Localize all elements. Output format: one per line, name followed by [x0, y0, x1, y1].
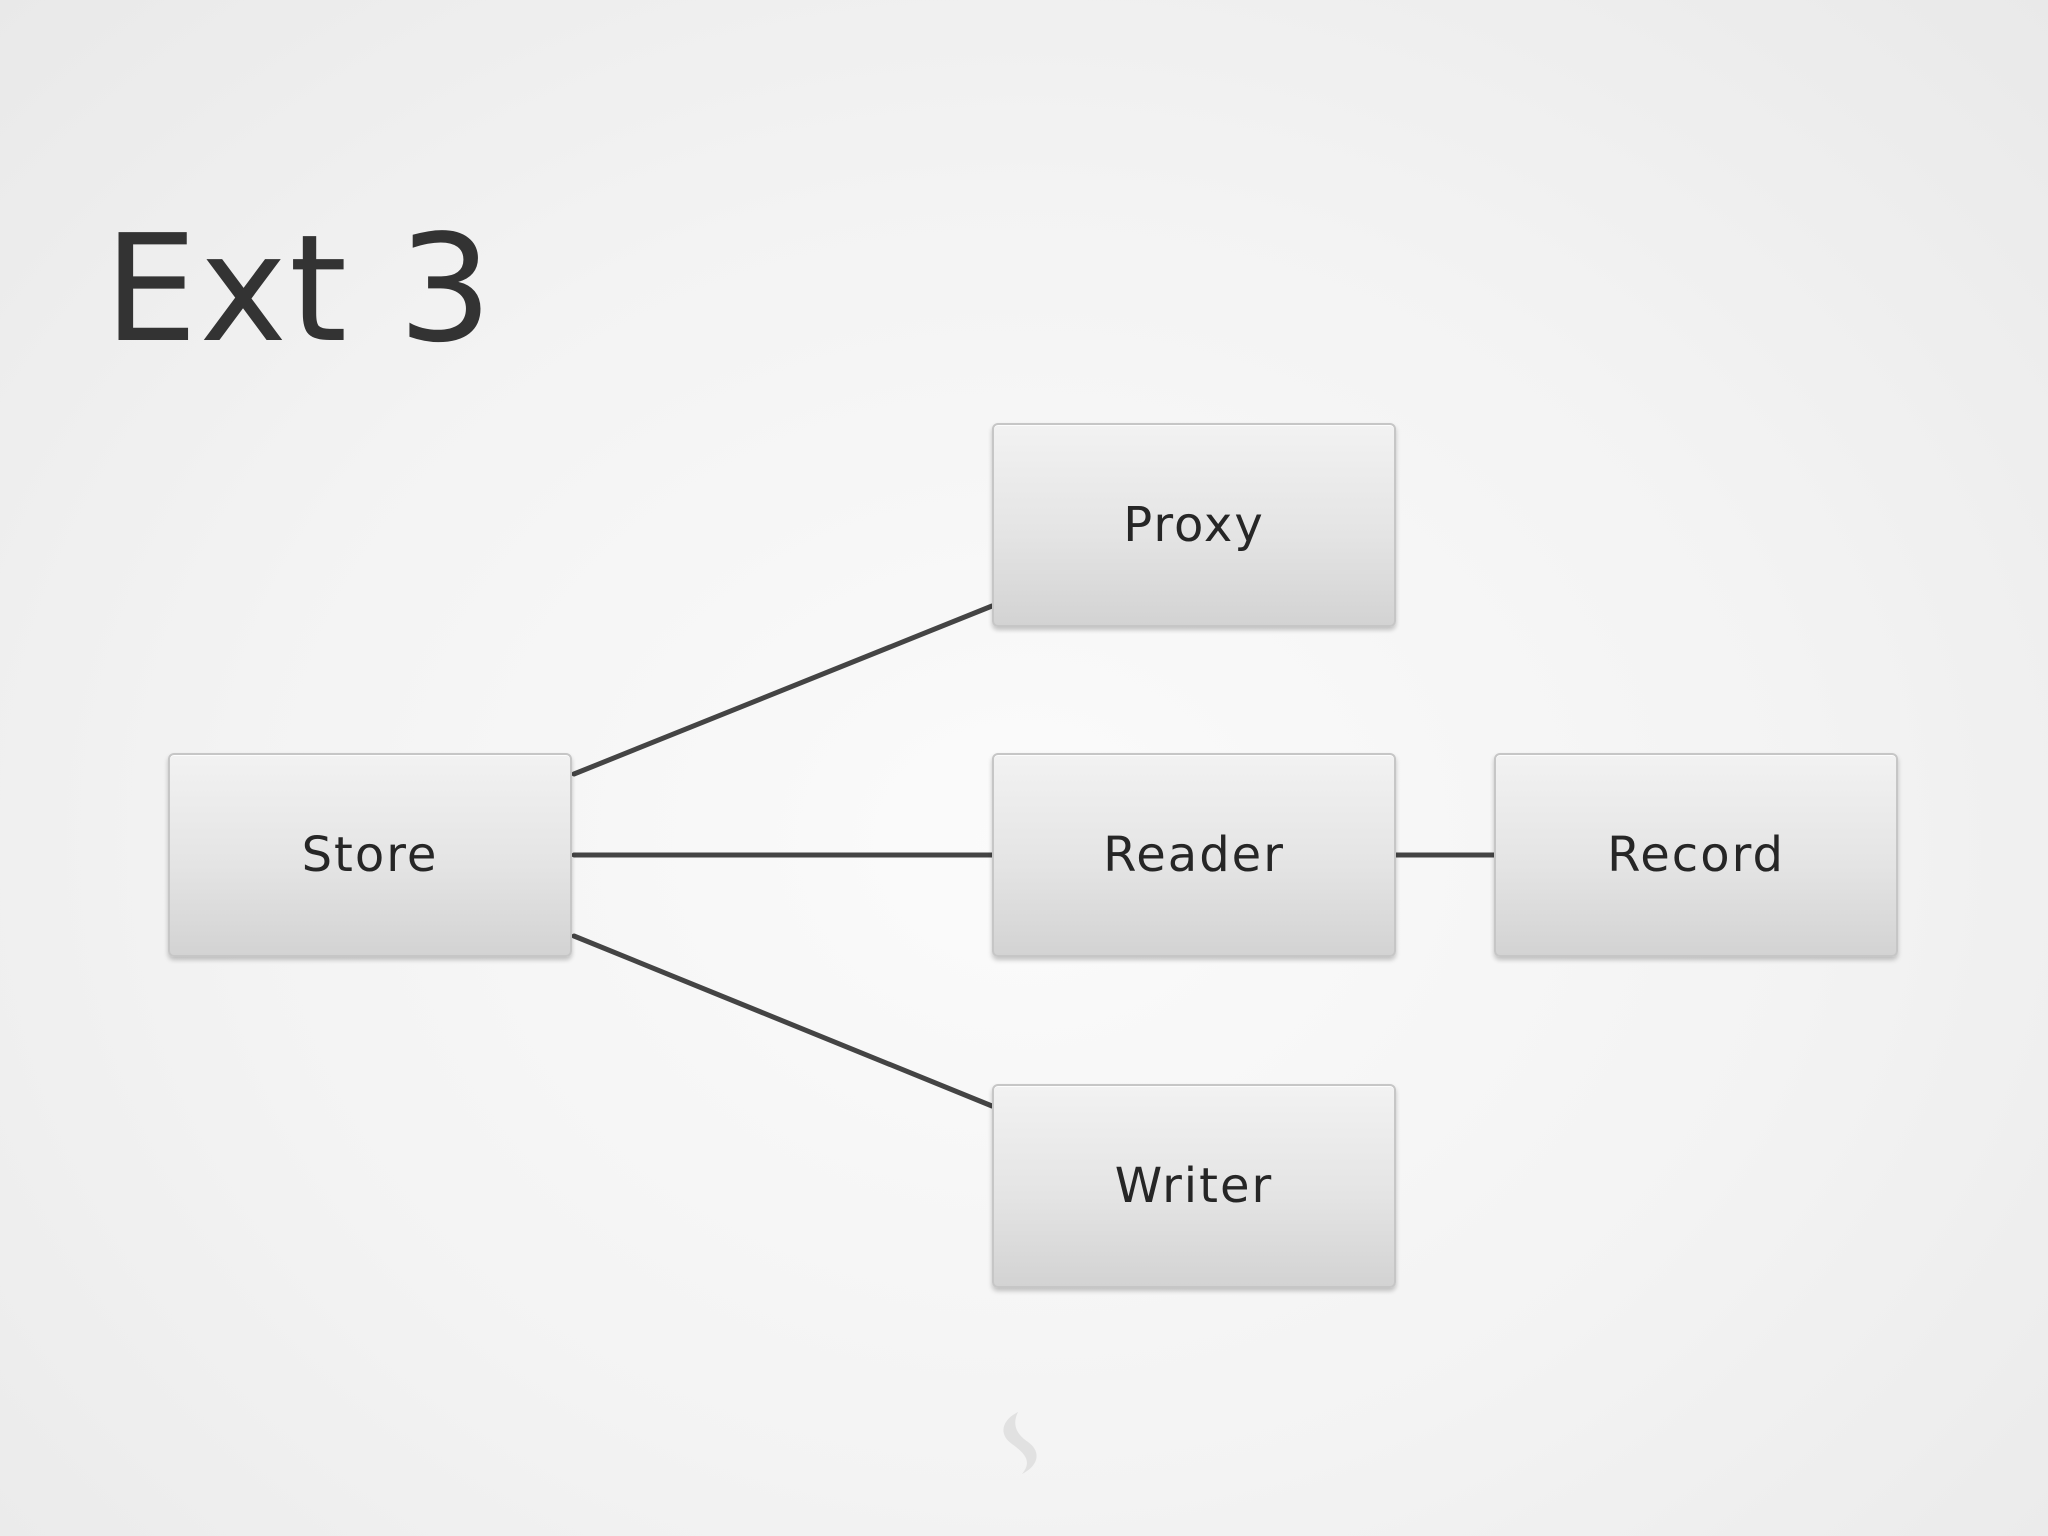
node-store-label: Store [301, 827, 439, 883]
node-proxy-label: Proxy [1123, 497, 1265, 553]
node-reader-label: Reader [1103, 827, 1285, 883]
node-record-label: Record [1607, 827, 1785, 883]
node-store: Store [168, 753, 572, 957]
node-writer: Writer [992, 1084, 1396, 1288]
edge-store-writer [571, 933, 995, 1109]
node-record: Record [1494, 753, 1898, 957]
node-proxy: Proxy [992, 423, 1396, 627]
edge-store-proxy [571, 603, 995, 777]
slide-title: Ext 3 [104, 203, 495, 375]
node-reader: Reader [992, 753, 1396, 957]
node-writer-label: Writer [1114, 1158, 1274, 1214]
swirl-logo-icon [1003, 1412, 1037, 1474]
